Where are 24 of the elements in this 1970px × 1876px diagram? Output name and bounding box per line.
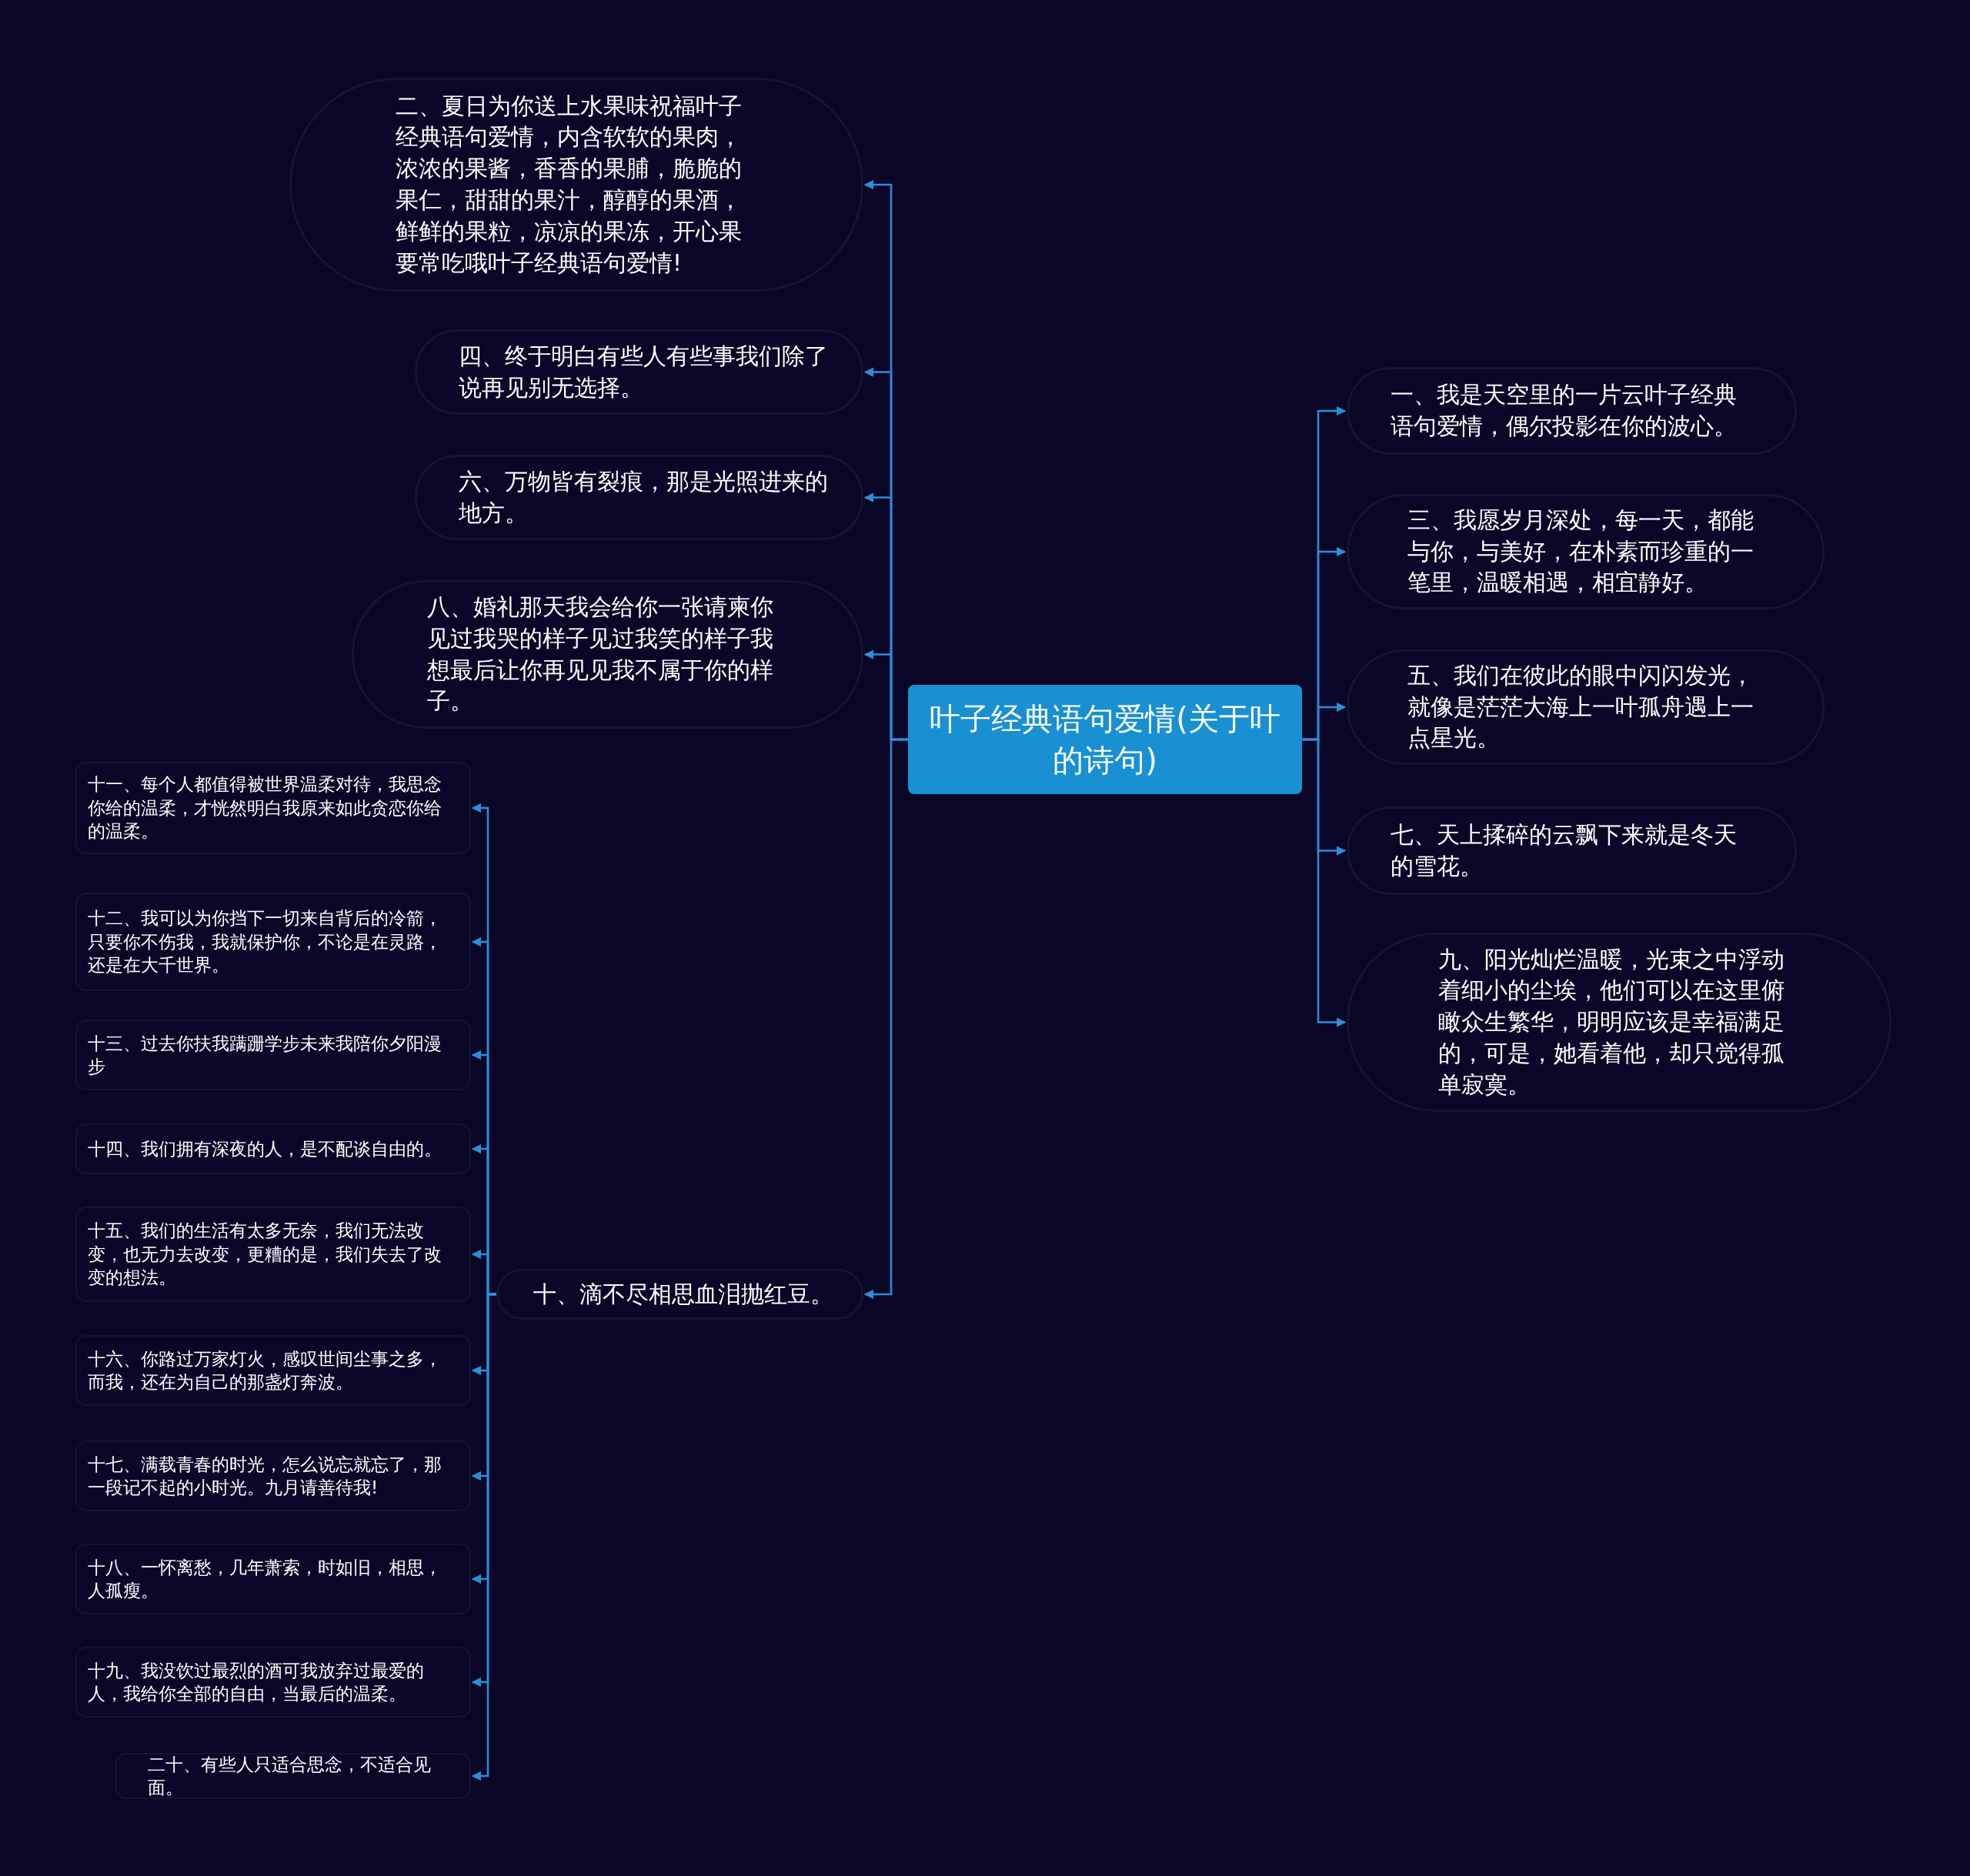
subtopic-card: 十六、你路过万家灯火，感叹世间尘事之多，而我，还在为自己的那盏灯奔波。 [75,1335,471,1406]
topic-bubble: 七、天上揉碎的云飘下来就是冬天的雪花。 [1347,806,1797,895]
subtopic-card: 十二、我可以为你挡下一切来自背后的冷箭，只要你不伤我，我就保护你，不论是在灵路，还是在大千世界。 [75,893,471,991]
subtopic-card: 二十、有些人只适合思念，不适合见面。 [115,1753,471,1799]
topic-bubble: 九、阳光灿烂温暖，光束之中浮动着细小的尘埃，他们可以在这里俯瞰众生繁华，明明应该是幸福满足的，可是，她看着他，却只觉得孤单寂寞。 [1347,933,1892,1112]
subtopic-card: 十四、我们拥有深夜的人，是不配谈自由的。 [75,1123,471,1174]
subtopic-card: 十九、我没饮过最烈的酒可我放弃过最爱的人，我给你全部的自由，当最后的温柔。 [75,1647,471,1717]
connector-arrow [471,1293,496,1781]
topic-bubble: 五、我们在彼此的眼中闪闪发光，就像是茫茫大海上一叶孤舟遇上一点星光。 [1347,649,1825,765]
topic-bubble: 三、我愿岁月深处，每一天，都能与你，与美好，在朴素而珍重的一笔里，温暖相遇，相宜静好。 [1347,494,1825,609]
connector-arrow [1302,738,1347,1027]
subtopic-card: 十三、过去你扶我蹒跚学步未来我陪你夕阳漫步 [75,1020,471,1090]
topic-bubble: 二、夏日为你送上水果味祝福叶子经典语句爱情，内含软软的果肉，浓浓的果酱，香香的果脯，脆脆的果仁，甜甜的果汁，醇醇的果酒，鲜鲜的果粒，凉凉的果冻，开心果要常吃哦叶子经典语句爱情! [289,78,863,292]
subtopic-card: 十一、每个人都值得被世界温柔对待，我思念你给的温柔，才恍然明白我原来如此贪恋你给的温柔。 [75,762,471,854]
topic-bubble: 六、万物皆有裂痕，那是光照进来的地方。 [415,455,863,540]
topic-bubble: 十、滴不尽相思血泪抛红豆。 [496,1269,863,1320]
topic-bubble: 一、我是天空里的一片云叶子经典语句爱情，偶尔投影在你的波心。 [1347,367,1797,455]
central-topic: 叶子经典语句爱情(关于叶的诗句) [908,685,1302,794]
topic-bubble: 八、婚礼那天我会给你一张请柬你见过我哭的样子见过我笑的样子我想最后让你再见见我不属于你的样子。 [352,580,863,729]
connector-arrow [863,738,908,1300]
subtopic-card: 十七、满载青春的时光，怎么说忘就忘了，那一段记不起的小时光。九月请善待我! [75,1440,471,1511]
subtopic-card: 十五、我们的生活有太多无奈，我们无法改变，也无力去改变，更糟的是，我们失去了改变的想法。 [75,1207,471,1302]
topic-bubble: 四、终于明白有些人有些事我们除了说再见别无选择。 [415,329,863,415]
subtopic-card: 十八、一怀离愁，几年萧索，时如旧，相思，人孤瘦。 [75,1544,471,1614]
